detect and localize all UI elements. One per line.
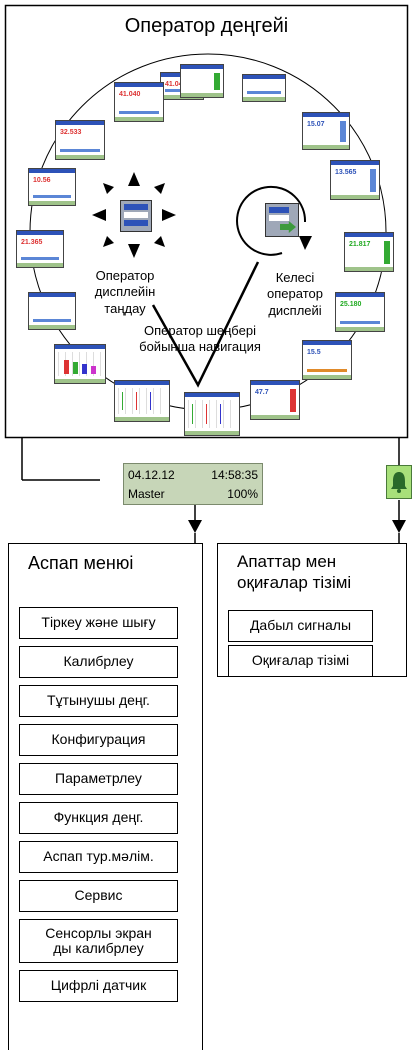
screen-thumbnail: 15.5	[302, 340, 352, 380]
alarm-signal-item[interactable]: Дабыл сигналы	[228, 610, 373, 642]
menu-item-label: Тіркеу және шығу	[41, 614, 156, 631]
alarm-bell-button[interactable]	[386, 465, 412, 499]
menu-item-label: Цифрлі датчик	[50, 977, 147, 994]
screen-thumbnail: 41.040	[114, 82, 164, 122]
bell-icon	[391, 472, 407, 493]
status-date: 04.12.12	[128, 468, 175, 482]
next-display-icon[interactable]	[265, 203, 299, 237]
screen-reading: 25.180	[340, 301, 362, 308]
status-user: Master	[128, 487, 165, 501]
screen-thumbnail: 25.180	[335, 292, 385, 332]
menu-item-label: Функция деңг.	[53, 809, 144, 826]
events-item-label: Оқиғалар тізімі	[251, 652, 350, 669]
menu-item-function-level[interactable]: Функция деңг.	[19, 802, 178, 834]
menu-item-digital-sensor[interactable]: Цифрлі датчик	[19, 970, 178, 1002]
rotation-arc	[236, 185, 307, 256]
menu-item-label-line1: Сенсорлы экран	[45, 924, 152, 941]
menu-item-label: Параметрлеу	[55, 770, 142, 787]
screen-reading: 47.7	[255, 389, 269, 396]
status-arrow	[188, 520, 202, 533]
menu-item-service[interactable]: Сервис	[19, 880, 178, 912]
menu-item-customer-level[interactable]: Тұтынушы деңг.	[19, 685, 178, 717]
screen-thumbnail	[180, 64, 224, 98]
screen-reading: 13.565	[335, 169, 357, 176]
screen-reading: 10.56	[33, 177, 51, 184]
menu-item-touchscreen-calibration[interactable]: Сенсорлы экран ды калибрлеу	[19, 919, 178, 963]
screen-reading: 15.07	[307, 121, 325, 128]
menu-item-parameterization[interactable]: Параметрлеу	[19, 763, 178, 795]
operator-level-title: Оператор деңгейі	[124, 15, 289, 37]
screen-thumbnail: 47.7	[250, 380, 300, 420]
instrument-menu-title: Аспап менюі	[28, 553, 134, 573]
menu-item-label: Конфигурация	[51, 731, 146, 748]
events-list-item[interactable]: Оқиғалар тізімі	[228, 645, 373, 677]
navigation-label: Оператор шеңбері бойынша навигация	[139, 323, 261, 355]
menu-item-label: Аспап тур.мәлім.	[43, 848, 154, 865]
menu-item-device-info[interactable]: Аспап тур.мәлім.	[19, 841, 178, 873]
screen-thumbnail	[184, 392, 240, 436]
screen-thumbnail: 15.07	[302, 112, 350, 150]
screen-thumbnail	[114, 380, 170, 422]
select-display-label: Оператор дисплейін таңдау	[94, 268, 156, 316]
screen-reading: 41.040	[165, 81, 187, 88]
screen-reading: 21.817	[349, 241, 371, 248]
alarm-item-label: Дабыл сигналы	[249, 617, 352, 634]
screen-thumbnail	[28, 292, 76, 330]
operator-level-frame	[4, 4, 409, 439]
screen-reading: 41.040	[119, 91, 141, 98]
screen-thumbnail: 10.56	[28, 168, 76, 206]
navigation-v-line	[151, 261, 260, 388]
menu-item-login-logout[interactable]: Тіркеу және шығу	[19, 607, 178, 639]
screen-reading: 32.533	[60, 129, 82, 136]
screen-reading: 15.5	[307, 349, 321, 356]
screen-thumbnail: 13.565	[330, 160, 380, 200]
menu-item-label: Калибрлеу	[63, 653, 134, 670]
screen-thumbnail: 21.365	[16, 230, 64, 268]
screen-thumbnail: 21.817	[344, 232, 394, 272]
menu-item-label: Сервис	[74, 887, 123, 904]
screen-thumbnail	[242, 74, 286, 102]
screen-thumbnail: 32.533	[55, 120, 105, 160]
alarm-events-title-line2: оқиғалар тізімі	[237, 573, 352, 592]
bell-arrow	[392, 520, 406, 533]
status-bar[interactable]: 04.12.12 14:58:35 Master 100%	[123, 463, 263, 505]
next-display-label: Келесі оператор дисплейі	[267, 270, 323, 318]
menu-item-calibration[interactable]: Калибрлеу	[19, 646, 178, 678]
select-display-icon[interactable]	[120, 200, 152, 232]
menu-item-label: Тұтынушы деңг.	[47, 692, 150, 709]
menu-item-configuration[interactable]: Конфигурация	[19, 724, 178, 756]
select-arrows	[92, 172, 176, 258]
menu-item-label-line2: ды калибрлеу	[53, 940, 144, 956]
status-time: 14:58:35	[211, 468, 258, 482]
alarm-events-title-line1: Апаттар мен	[237, 552, 337, 571]
status-memory: 100%	[227, 487, 258, 501]
screen-reading: 21.365	[21, 239, 43, 246]
screen-thumbnail	[54, 344, 106, 384]
